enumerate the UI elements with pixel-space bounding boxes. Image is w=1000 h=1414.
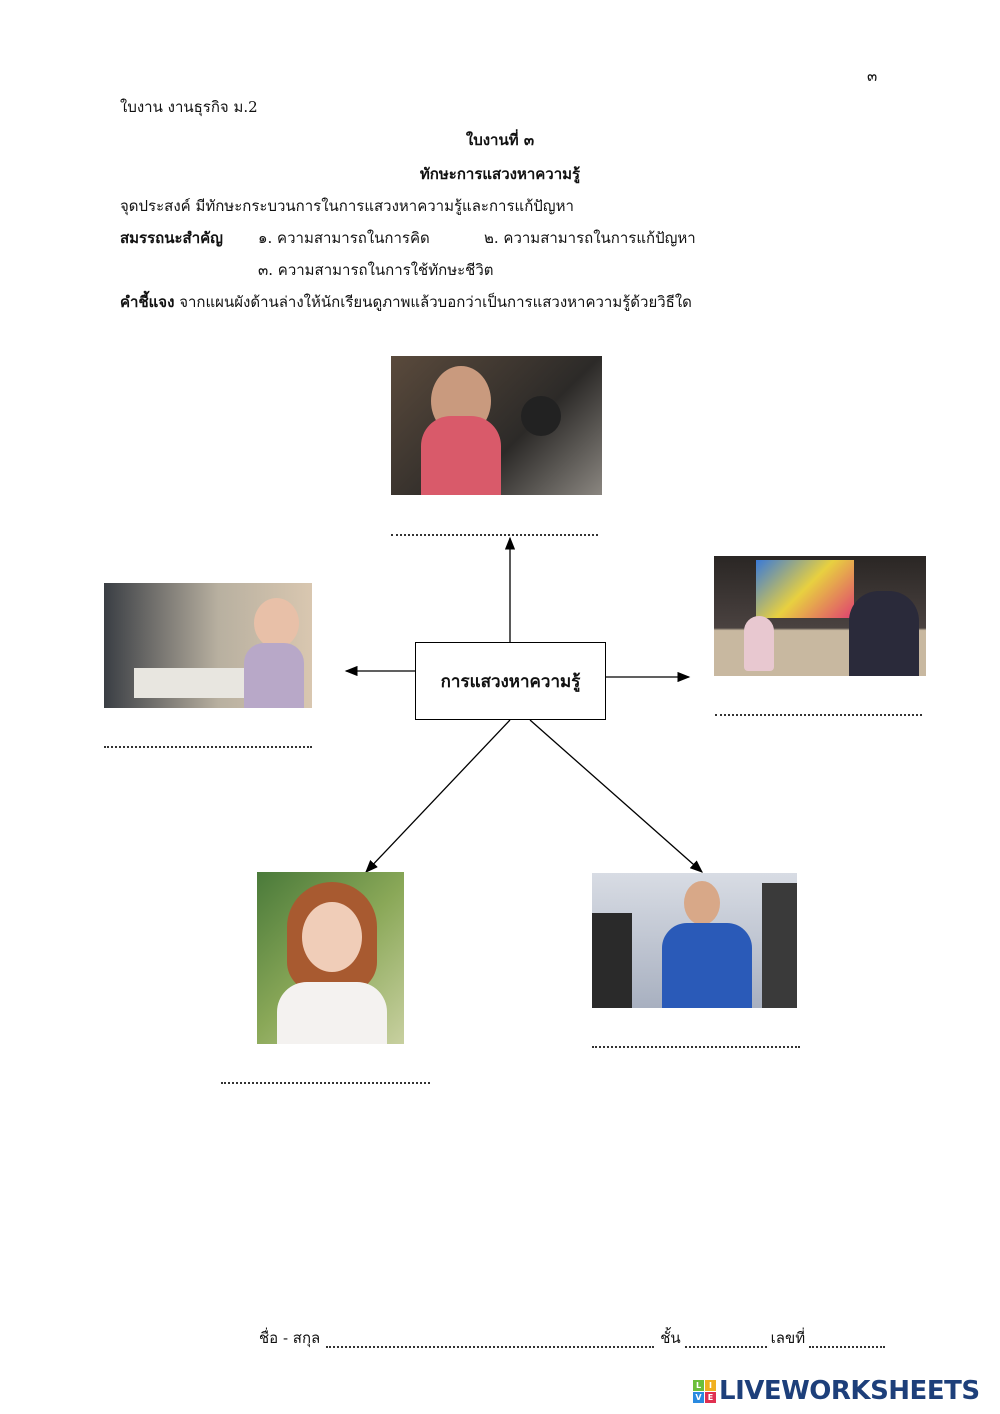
logo-tiles-icon: L I V E <box>693 1379 716 1403</box>
instruction-label: คำชี้แจง <box>120 293 175 311</box>
answer-line-bottom-right[interactable] <box>592 1034 800 1048</box>
answer-line-top[interactable] <box>391 522 598 536</box>
competency-item-1: ๑. ความสามารถในการคิด <box>258 229 430 247</box>
worksheet-subtitle: ทักษะการแสวงหาความรู้ <box>419 165 581 183</box>
instruction-text: จากแผนผังด้านล่างให้นักเรียนดูภาพแล้วบอก… <box>179 293 692 311</box>
number-field[interactable] <box>809 1334 886 1348</box>
header-text: ใบงาน งานธุรกิจ ม.2 <box>120 98 258 116</box>
photo-child-computer <box>104 583 312 708</box>
worksheet-title: ใบงานที่ ๓ <box>465 131 535 149</box>
name-field[interactable] <box>326 1334 655 1348</box>
class-label: ชั้น <box>660 1329 681 1347</box>
photo-girl-reading <box>257 872 404 1044</box>
number-label: เลขที่ <box>770 1329 806 1347</box>
objective-text: จุดประสงค์ มีทักษะกระบวนการในการแสวงหาคว… <box>120 197 574 215</box>
logo-text: LIVEWORKSHEETS <box>719 1376 980 1406</box>
student-info-row: ชื่อ - สกุล ชั้น เลขที่ <box>259 1328 889 1348</box>
photo-press-interview <box>592 873 797 1008</box>
class-field[interactable] <box>684 1334 767 1348</box>
arrow-down-right <box>529 719 703 873</box>
competency-item-3: ๓. ความสามารถในการใช้ทักษะชีวิต <box>258 261 494 279</box>
instruction-row: คำชี้แจง จากแผนผังด้านล่างให้นักเรียนดูภ… <box>120 292 692 312</box>
liveworksheets-logo: L I V E LIVEWORKSHEETS <box>693 1376 980 1406</box>
name-label: ชื่อ - สกุล <box>259 1329 321 1347</box>
photo-watching-tv <box>714 556 926 676</box>
answer-line-left[interactable] <box>104 734 312 748</box>
arrow-down-left <box>365 719 511 873</box>
page-number: ๓ <box>867 67 878 85</box>
competency-item-2: ๒. ความสามารถในการแก้ปัญหา <box>484 229 696 247</box>
competency-label: สมรรถนะสำคัญ <box>120 229 223 247</box>
answer-line-bottom-left[interactable] <box>221 1070 430 1084</box>
answer-line-right[interactable] <box>715 702 922 716</box>
photo-radio-dj <box>391 356 602 495</box>
diagram-center-box: การแสวงหาความรู้ <box>415 642 606 720</box>
